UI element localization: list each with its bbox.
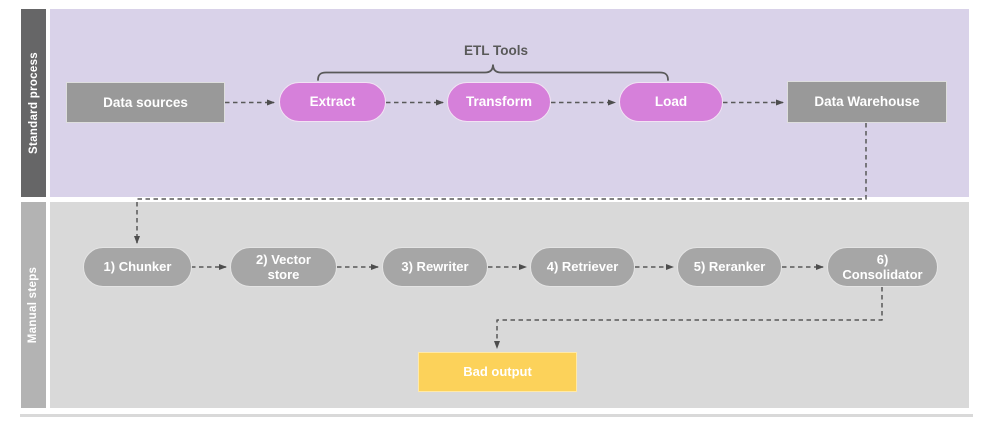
node-data-sources-label: Data sources [103,94,188,110]
etl-tools-caption: ETL Tools [464,43,528,58]
node-rewriter: 3) Rewriter [382,247,488,287]
node-reranker: 5) Reranker [677,247,782,287]
node-extract-label: Extract [309,94,356,110]
node-chunker-label: 1) Chunker [103,259,172,275]
node-retriever-label: 4) Retriever [546,259,619,275]
node-reranker-label: 5) Reranker [693,259,766,275]
node-vector-store: 2) Vector store [230,247,337,287]
node-consolidator: 6) Consolidator [827,247,938,287]
node-retriever: 4) Retriever [530,247,635,287]
node-vector-store-label: 2) Vector store [256,251,311,282]
node-bad-output-label: Bad output [463,364,532,380]
node-consolidator-label: 6) Consolidator [842,251,923,282]
lane-bar-standard-process: Standard process [21,9,46,197]
node-transform: Transform [447,82,551,122]
node-data-warehouse-label: Data Warehouse [814,94,920,110]
lane-bar-manual-steps: Manual steps [21,202,46,408]
lane-label-standard-process: Standard process [27,52,40,154]
lane-label-manual-steps: Manual steps [27,266,40,344]
node-bad-output: Bad output [418,352,577,392]
node-data-warehouse: Data Warehouse [787,81,947,123]
node-transform-label: Transform [465,94,533,110]
node-data-sources: Data sources [66,82,225,123]
node-rewriter-label: 3) Rewriter [401,259,469,275]
bottom-divider [20,414,973,417]
node-extract: Extract [279,82,386,122]
node-load: Load [619,82,723,122]
node-load-label: Load [654,94,688,110]
node-chunker: 1) Chunker [83,247,192,287]
